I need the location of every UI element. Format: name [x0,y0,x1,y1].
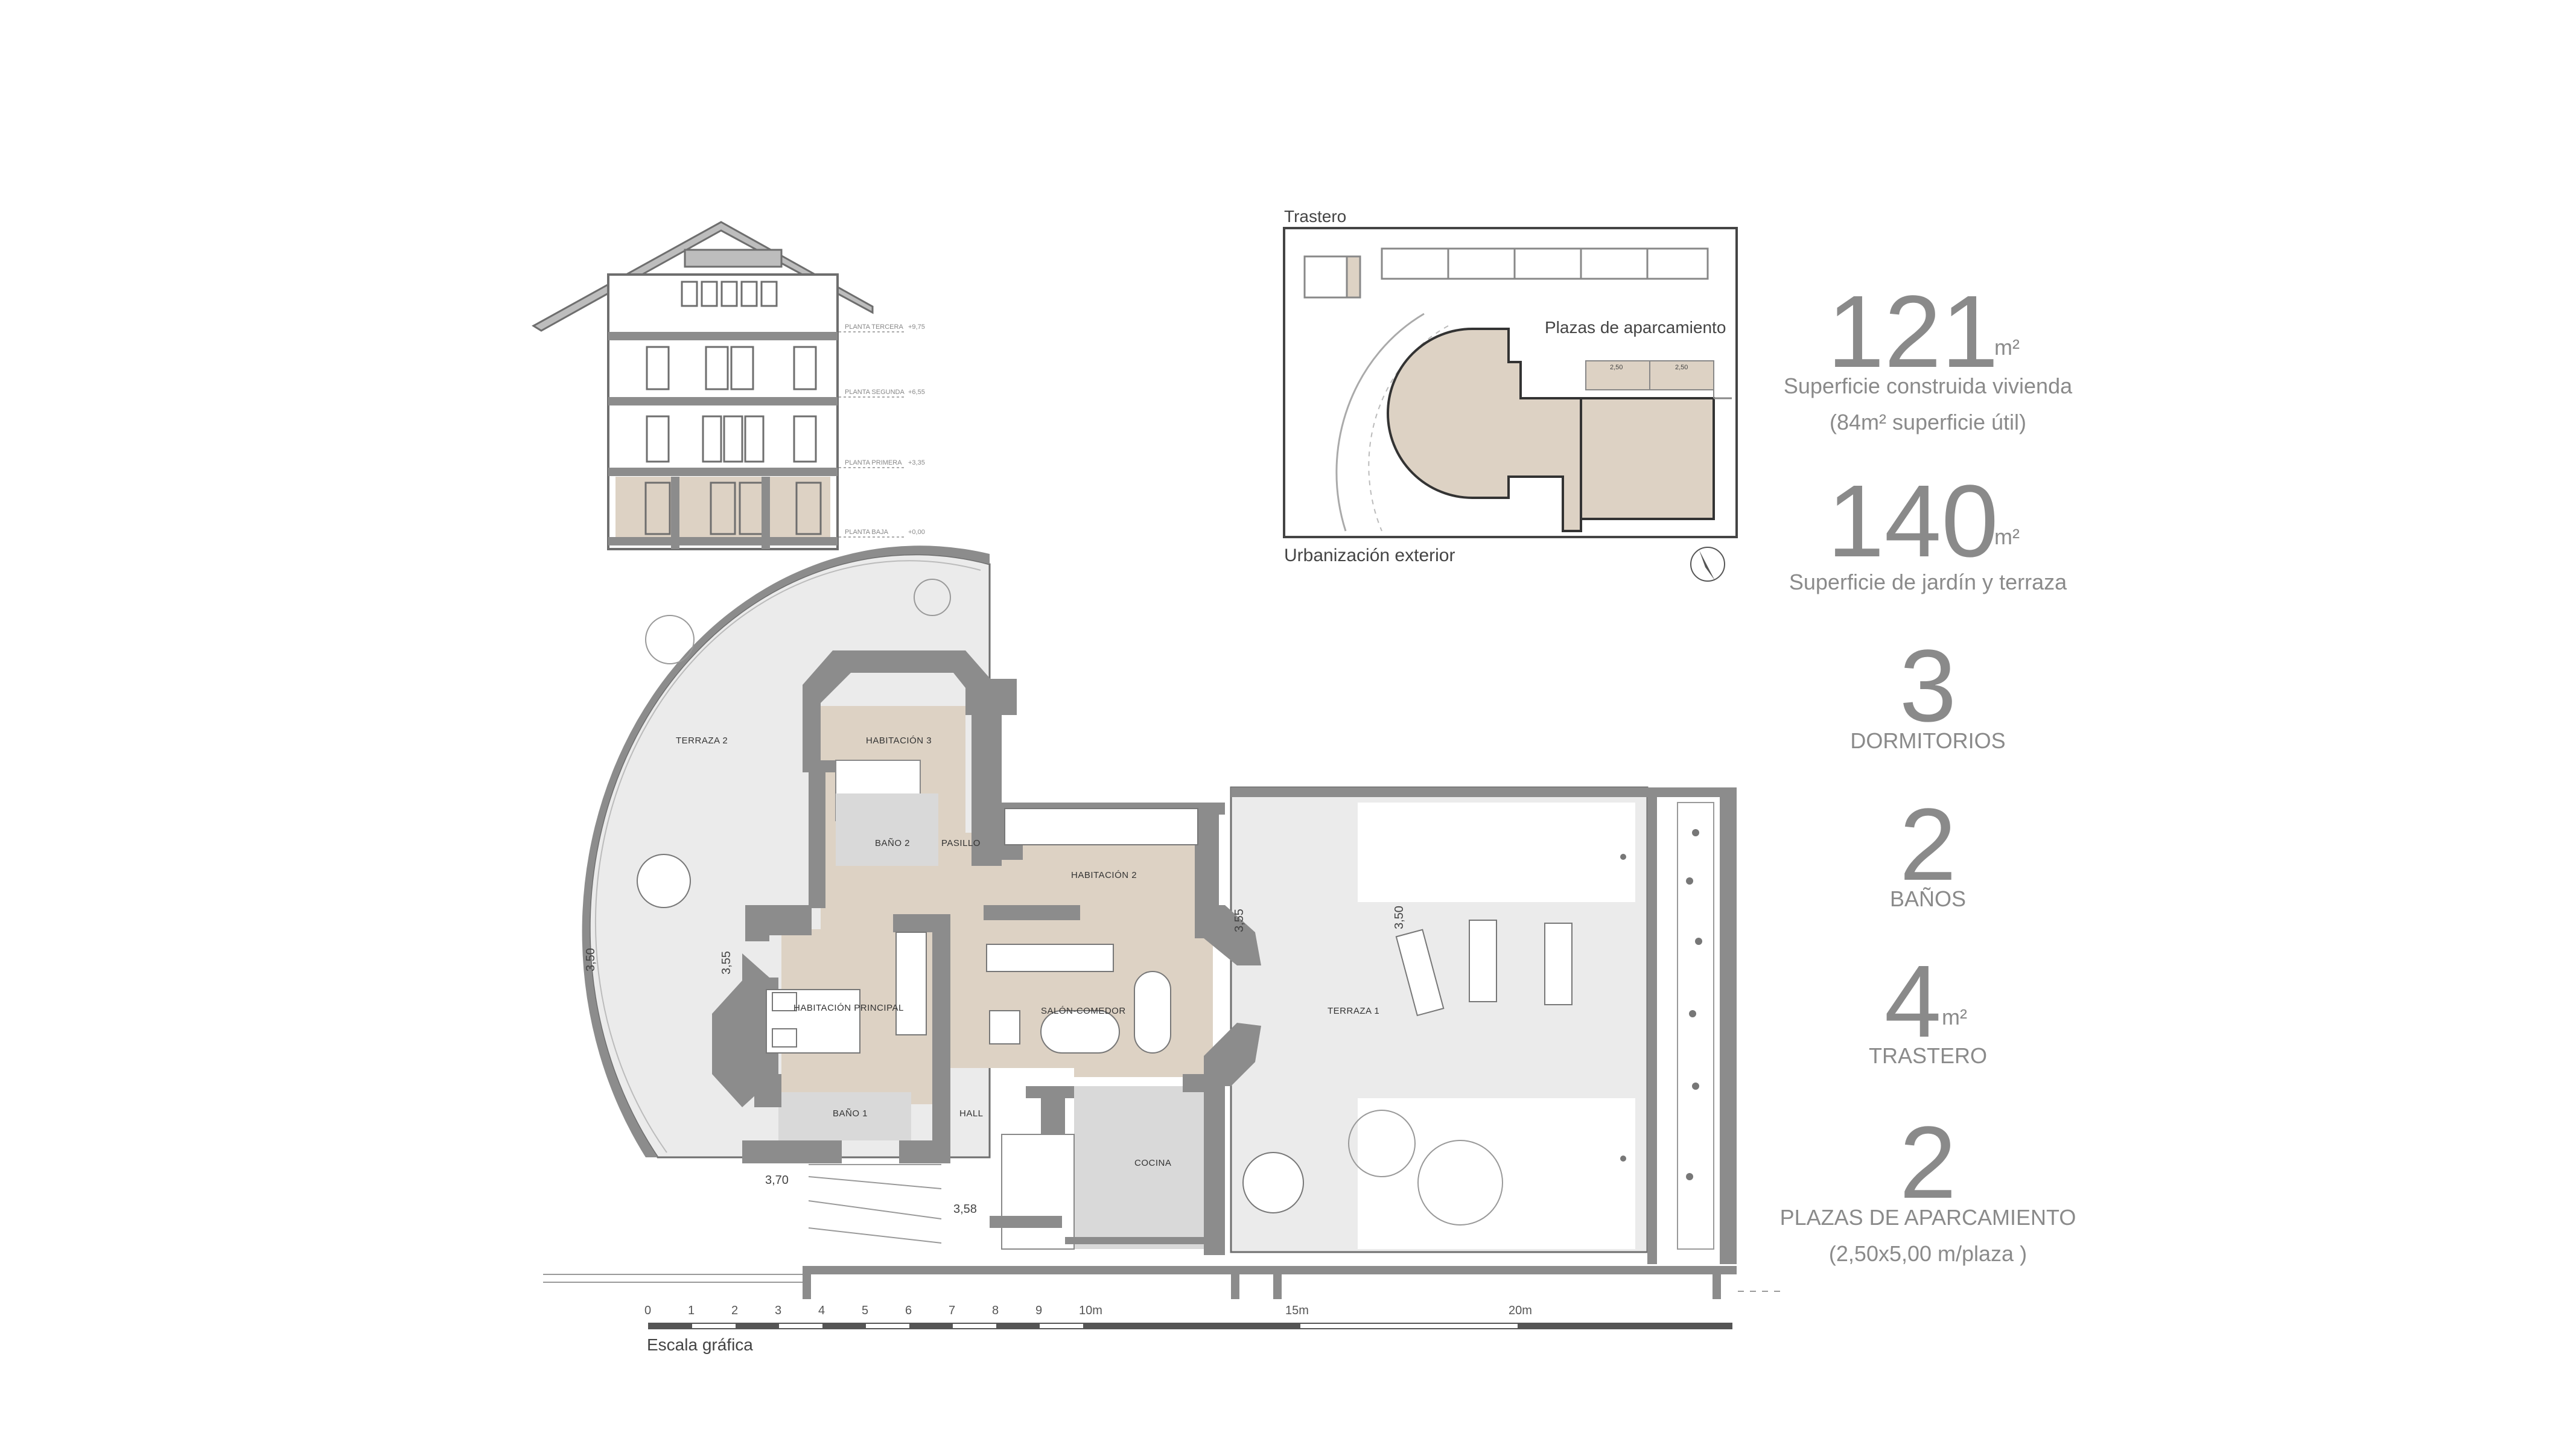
room-label-hall: HALL [959,1108,984,1119]
stat-label-bathrooms: BAÑOS [1890,886,1966,911]
stat-value-bathrooms: 2 [1900,787,1957,902]
stat-label-parking: PLAZAS DE APARCAMIENTO [1780,1205,2076,1230]
exterior-label: Urbanización exterior [1284,545,1455,565]
room-label-salon-comedor: SALÓN-COMEDOR [1041,1006,1126,1016]
scale-tick-2: 2 [731,1304,738,1317]
stat-label-built-area: Superficie construida vivienda [1784,374,2073,398]
room-label-pasillo: PASILLO [941,838,981,848]
dimension-355-right: 3,55 [1233,909,1246,932]
room-label-habitacion2: HABITACIÓN 2 [1071,870,1137,880]
section-level-label-3: PLANTA TERCERA [845,323,903,331]
stat-unit-built-area: m² [1994,335,2020,360]
dimension-370: 3,70 [765,1174,789,1187]
room-label-habitacion3: HABITACIÓN 3 [866,736,932,746]
parking-label: Plazas de aparcamiento [1545,318,1726,337]
stat-value-bedrooms: 3 [1900,629,1957,743]
scale-tick-9: 9 [1035,1304,1042,1317]
scale-tick-0: 0 [644,1304,651,1317]
room-label-bano1: BAÑO 1 [833,1108,868,1119]
site-plan: 2,50 2,50 Trastero Plazas de aparcamient… [1283,207,1738,582]
building-section: PLANTA TERCERA PLANTA SEGUNDA PLANTA PRI… [532,221,925,550]
room-label-cocina: COCINA [1134,1158,1171,1168]
stat-label-bedrooms: DORMITORIOS [1850,728,2005,753]
room-label-terraza1: TERRAZA 1 [1328,1006,1379,1016]
scale-tick-20: 20m [1509,1304,1532,1317]
parking-size-2: 2,50 [1675,364,1688,371]
dimension-358: 3,58 [953,1203,977,1216]
dimension-350-right: 3,50 [1393,906,1406,929]
room-label-habitacion-principal: HABITACIÓN PRINCIPAL [793,1003,904,1013]
scale-label: Escala gráfica [647,1335,753,1354]
stat-label-storage: TRASTERO [1869,1043,1987,1068]
scale-tick-15: 15m [1285,1304,1309,1317]
floor-plan: TERRAZA 2 HABITACIÓN 3 BAÑO 2 PASILLO HA… [543,545,1786,1299]
room-label-bano2: BAÑO 2 [875,838,910,848]
stat-value-parking: 2 [1900,1105,1957,1220]
stat-unit-garden-area: m² [1994,524,2020,549]
section-level-label-0: PLANTA BAJA [845,529,889,536]
stat-sublabel-parking: (2,50x5,00 m/plaza ) [1829,1241,2027,1266]
north-arrow-icon [1690,547,1725,582]
scale-tick-10: 10m [1079,1304,1102,1317]
stat-value-garden-area: 140 [1827,464,1999,579]
stat-value-storage: 4 [1884,944,1942,1059]
scale-bar: 0 1 2 3 4 5 6 7 8 9 10m 15m 20m Escala g… [644,1304,1732,1354]
section-level-label-2: PLANTA SEGUNDA [845,389,905,396]
parking-size-1: 2,50 [1610,364,1623,371]
section-level-value-0: +0,00 [908,529,925,536]
section-level-value-2: +6,55 [908,389,925,396]
stat-unit-storage: m² [1942,1005,1967,1029]
stat-sublabel-built-area: (84m² superficie útil) [1830,410,2026,434]
section-level-value-3: +9,75 [908,323,925,331]
dimension-350-left: 3,50 [584,948,597,971]
storage-label: Trastero [1284,207,1346,226]
stats-panel: 121 m² Superficie construida vivienda (8… [1780,275,2076,1266]
scale-tick-5: 5 [862,1304,868,1317]
scale-tick-6: 6 [905,1304,912,1317]
scale-tick-1: 1 [688,1304,695,1317]
scale-tick-4: 4 [818,1304,825,1317]
dimension-355-left: 3,55 [720,951,733,974]
scale-tick-7: 7 [949,1304,955,1317]
scale-tick-8: 8 [992,1304,999,1317]
stat-label-garden-area: Superficie de jardín y terraza [1789,570,2067,594]
section-level-label-1: PLANTA PRIMERA [845,459,902,466]
scale-tick-3: 3 [775,1304,781,1317]
stat-value-built-area: 121 [1827,275,1999,389]
room-label-terraza2: TERRAZA 2 [676,736,728,746]
section-level-value-1: +3,35 [908,459,925,466]
